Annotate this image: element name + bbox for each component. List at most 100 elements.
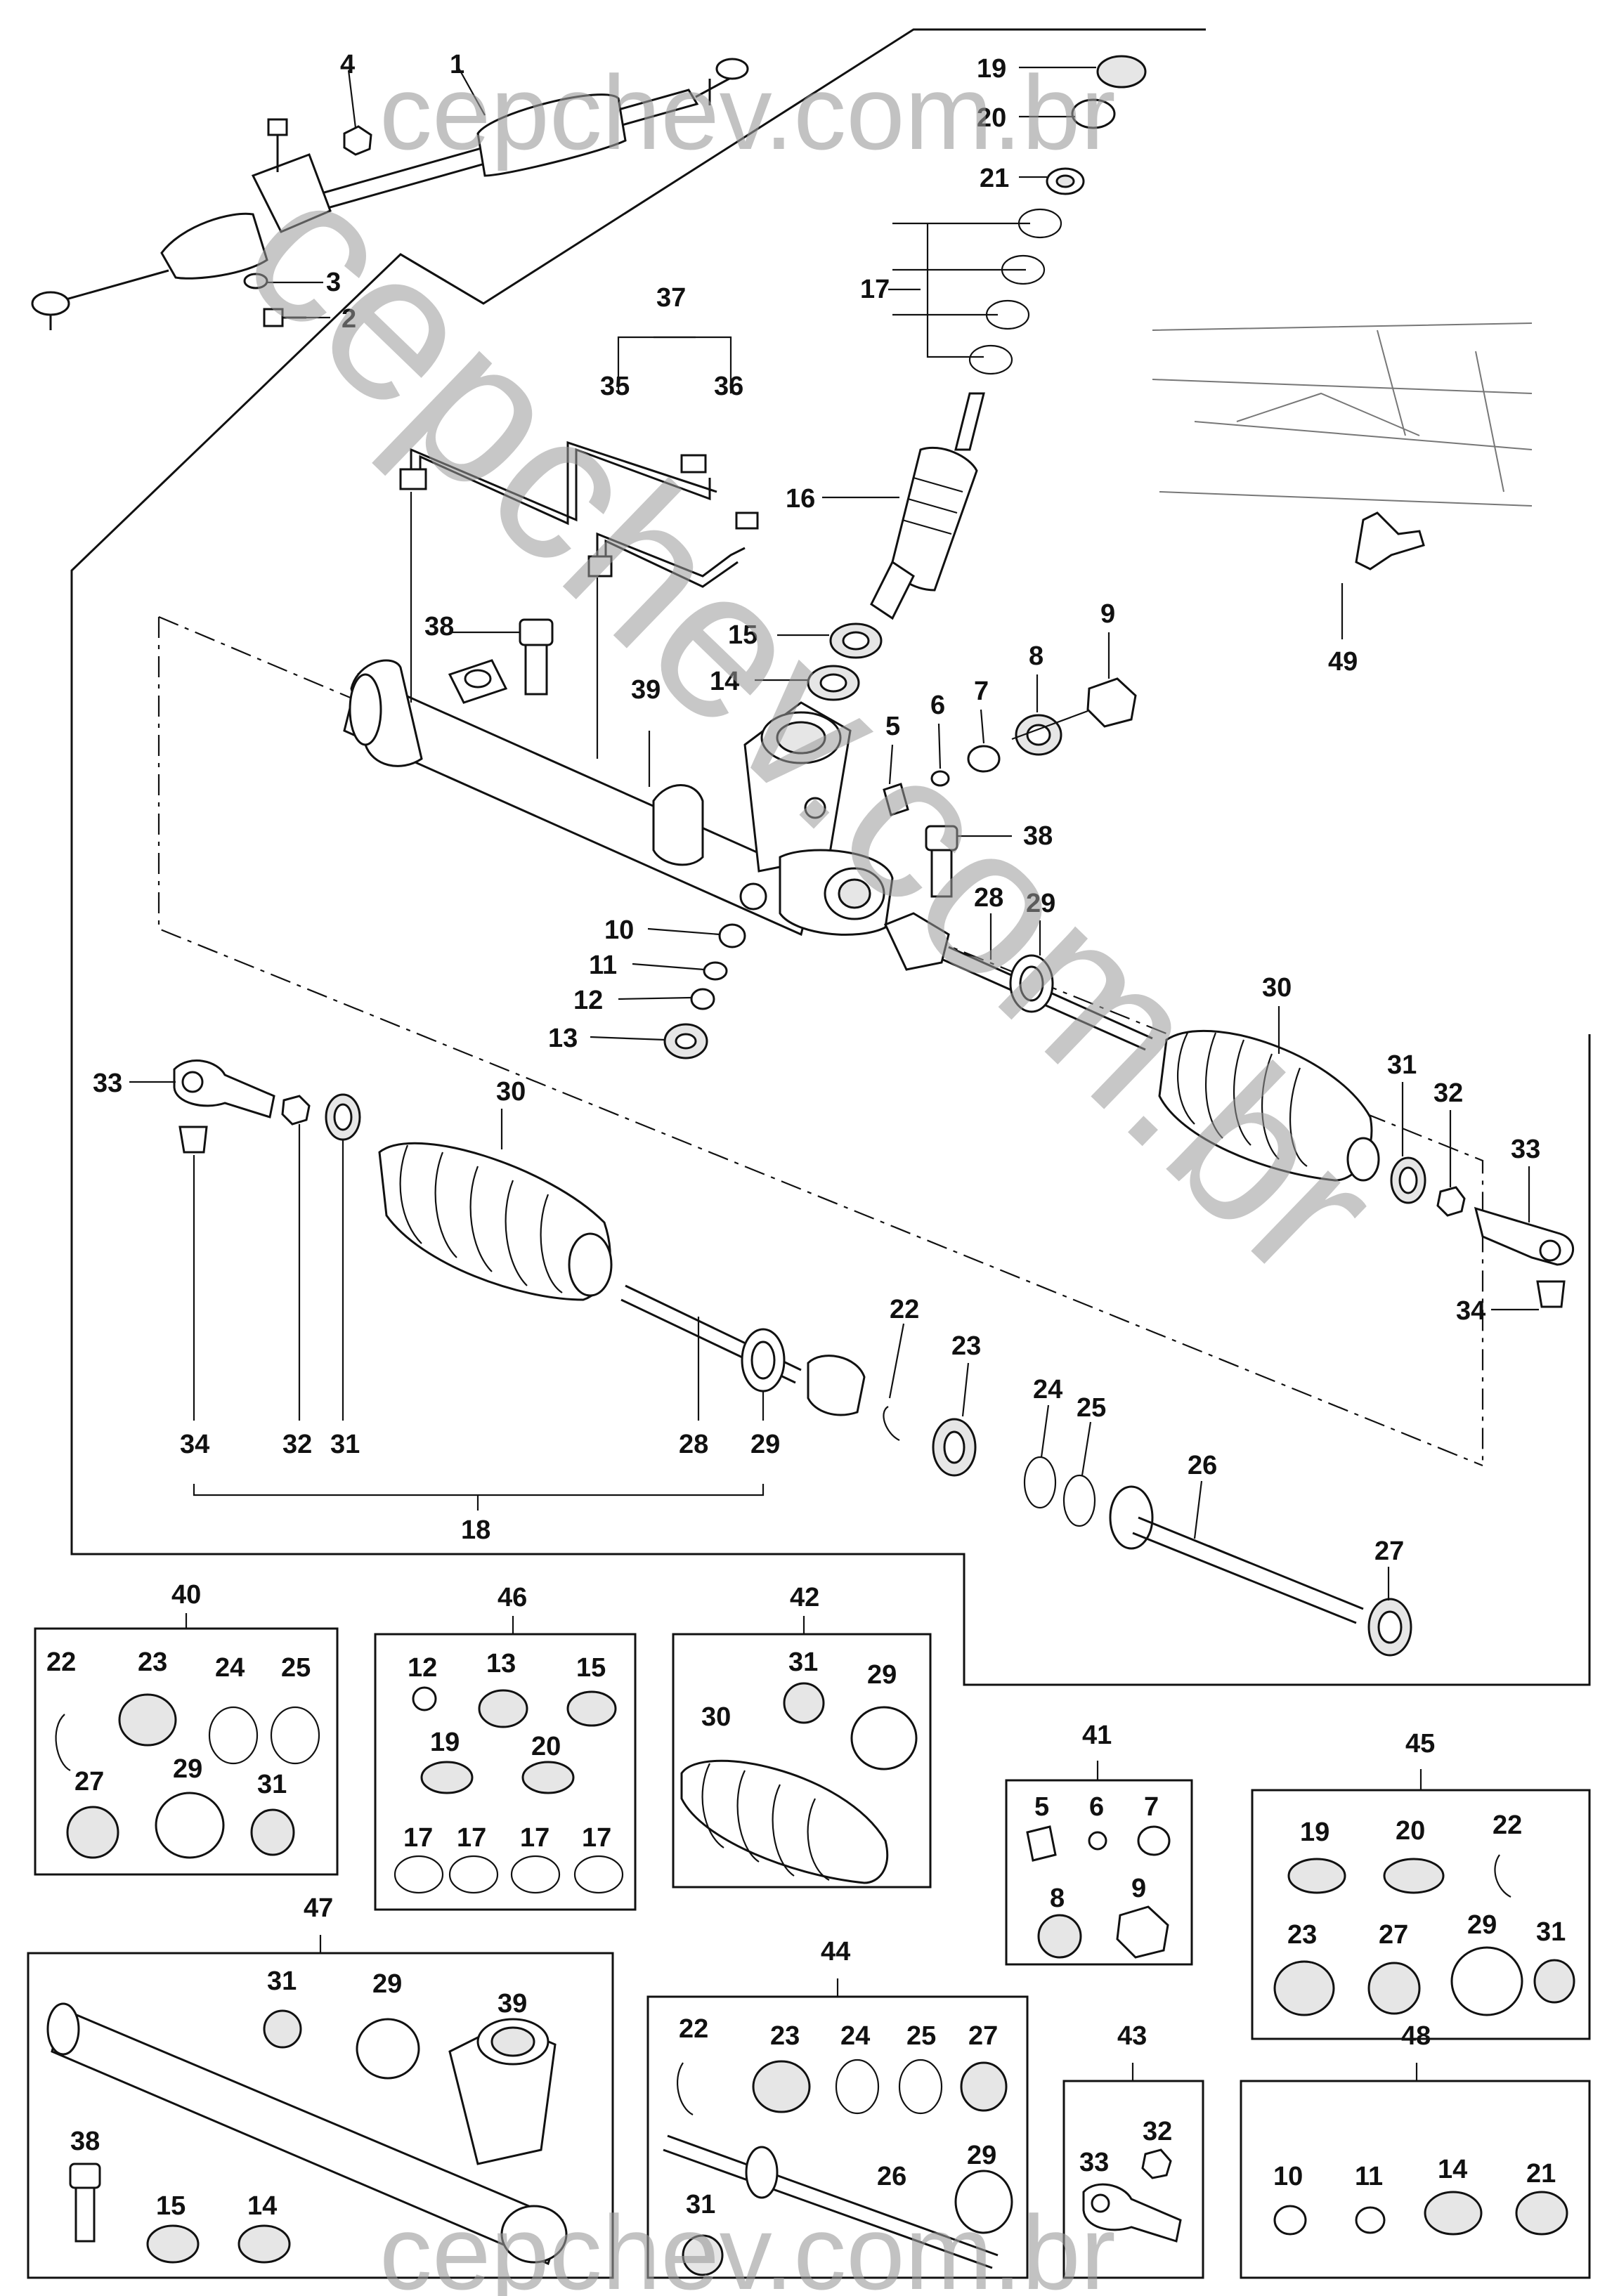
kit-box-44 [646,1978,1029,2279]
kit-44-title: 44 [821,1937,850,1966]
kit-41-item-5: 5 [1034,1792,1049,1822]
kit-42-item-29: 29 [867,1660,897,1690]
bolts-38 [519,618,958,898]
kit-47-item-31: 31 [267,1966,297,1996]
label-32-right: 32 [1433,1078,1463,1108]
kit-48-item-10: 10 [1273,2162,1303,2191]
label-28-lower: 28 [679,1430,708,1459]
label-23: 23 [951,1331,981,1361]
watermark-bottom: cepchev.com.br [379,2193,1116,2296]
label-3: 3 [326,268,341,297]
kit-48-item-11: 11 [1355,2162,1383,2191]
kit-40-item-24: 24 [215,1653,245,1683]
label-31-left: 31 [330,1430,360,1459]
kit-48-title: 48 [1401,2021,1431,2051]
kit-48-item-14: 14 [1438,2155,1467,2184]
kit-47-item-14: 14 [247,2191,277,2221]
label-37: 37 [656,283,686,313]
kit-46-item-15: 15 [576,1653,606,1683]
label-30-left: 30 [496,1077,526,1107]
pinion-assembly [807,55,1147,701]
label-32-left: 32 [282,1430,312,1459]
label-7: 7 [974,677,989,706]
label-11: 11 [589,951,617,980]
frame-pointer-line [400,253,484,305]
kit-40-item-27: 27 [74,1767,104,1796]
kit-box-41 [1005,1761,1193,1966]
label-6: 6 [930,691,945,720]
kit-41-item-7: 7 [1144,1792,1159,1822]
kit-box-48 [1240,2063,1591,2279]
kit-46-item-17c: 17 [520,1823,550,1853]
overview-rack-assembly [31,58,749,330]
kit-45-item-29: 29 [1467,1910,1497,1940]
axis-left [157,617,1483,1467]
bracket-49-area [1152,322,1533,570]
kit-42-title: 42 [790,1583,819,1612]
label-19: 19 [977,54,1006,84]
kit-42-item-31: 31 [788,1648,818,1677]
kit-46-item-17b: 17 [457,1823,486,1853]
label-27: 27 [1374,1537,1404,1566]
label-9: 9 [1100,599,1115,629]
label-30-right: 30 [1262,973,1292,1003]
kit-45-item-23: 23 [1287,1920,1317,1950]
kit-44-item-31: 31 [686,2190,715,2219]
label-12: 12 [573,986,603,1015]
label-38-lower: 38 [1023,821,1053,851]
label-21: 21 [980,164,1009,193]
label-28-upper: 28 [974,883,1003,913]
left-tie-rod-group [173,1059,866,1416]
kit-45-item-22: 22 [1493,1811,1522,1840]
kit-box-40 [34,1613,339,1876]
kit-40-item-22: 22 [46,1648,76,1677]
kit-48-item-21: 21 [1526,2159,1556,2189]
kit-44-item-27: 27 [968,2021,998,2051]
label-36: 36 [714,372,743,401]
label-34-left: 34 [180,1430,209,1459]
label-15: 15 [728,620,758,650]
label-8: 8 [1029,641,1043,671]
kit-40-item-31: 31 [257,1770,287,1799]
label-10: 10 [604,915,634,945]
label-16: 16 [786,484,815,514]
label-49: 49 [1328,647,1358,677]
label-18: 18 [461,1515,490,1545]
kit-box-42 [672,1616,932,1889]
rack-housing [343,659,894,937]
kit-41-item-8: 8 [1050,1884,1065,1913]
label-17: 17 [860,275,890,304]
right-tie-rod-group [883,912,1574,1308]
label-5: 5 [885,712,900,741]
kit-41-title: 41 [1082,1721,1112,1750]
kit-labels: 40 22 23 24 25 27 29 31 46 12 13 15 19 2… [46,1580,1566,2221]
kit-44-item-24: 24 [840,2021,870,2051]
label-24: 24 [1033,1375,1062,1404]
kit-40-title: 40 [171,1580,201,1610]
label-39: 39 [631,675,661,705]
label-2: 2 [342,304,356,334]
kit-47-title: 47 [304,1893,333,1923]
detail-frame-upper [70,28,1591,1686]
kit-45-item-31: 31 [1536,1917,1566,1947]
label-33-left: 33 [93,1069,122,1098]
kit-40-item-25: 25 [281,1653,311,1683]
kit-40-item-23: 23 [138,1648,167,1677]
part-labels: 1 4 3 2 37 35 36 38 39 19 20 21 17 16 15… [93,50,1540,1566]
kit-43-item-33: 33 [1079,2148,1109,2177]
kit-46-item-19: 19 [430,1728,460,1757]
kit-45-item-19: 19 [1300,1818,1329,1847]
kit-45-item-27: 27 [1379,1920,1408,1950]
label-29-upper: 29 [1026,889,1055,918]
kit-41-item-9: 9 [1131,1874,1146,1903]
rack-bar-group [883,1406,1412,1657]
label-33-right: 33 [1511,1135,1540,1164]
kit-46-item-20: 20 [531,1732,561,1761]
kit-44-item-26: 26 [877,2162,906,2191]
kit-box-47 [27,1935,614,2279]
kit-box-45 [1251,1769,1591,2040]
label-31-right: 31 [1387,1050,1417,1080]
adjuster-parts [663,923,746,1059]
label-1: 1 [450,50,464,79]
